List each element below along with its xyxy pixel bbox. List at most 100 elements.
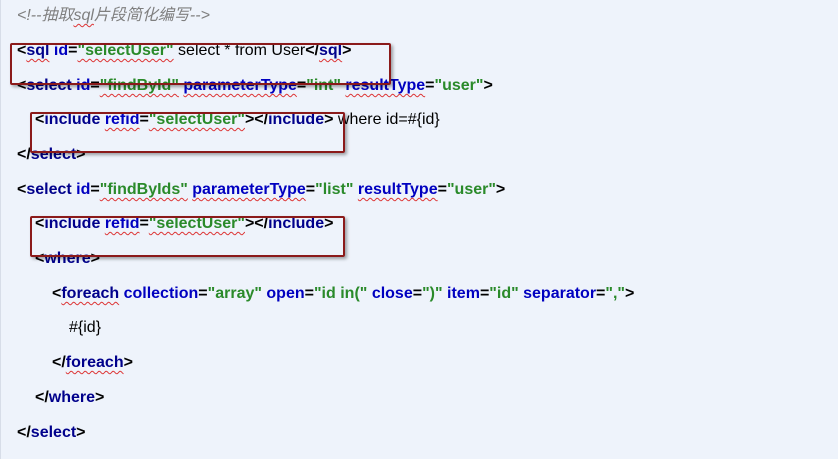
attribute-name: open <box>266 285 305 302</box>
tag-name: foreach <box>65 354 124 371</box>
tag-name: sql <box>319 42 343 59</box>
tag-bracket: </ <box>17 424 31 441</box>
foreach-body-line: #{id} <box>69 316 101 340</box>
comment-text: 片段简化编写--> <box>93 7 210 24</box>
attribute-name: parameterType <box>183 77 297 94</box>
tag-bracket: > <box>483 77 493 94</box>
tag-name: select <box>26 181 72 198</box>
equals-sign: = <box>305 181 316 198</box>
tag-bracket: > <box>76 146 86 163</box>
comment-text: <!-- <box>17 7 42 24</box>
tag-name: include <box>268 111 325 128</box>
attribute-name: resultType <box>345 77 426 94</box>
equals-sign: = <box>412 285 423 302</box>
attribute-value: "findByIds" <box>99 181 188 198</box>
tag-name: select <box>26 77 72 94</box>
tag-bracket: > <box>123 354 133 371</box>
tag-name: include <box>268 215 325 232</box>
sql-fragment-line: <sql id="selectUser" select * from User<… <box>17 39 351 63</box>
tag-bracket: </ <box>52 354 66 371</box>
equals-sign: = <box>479 285 490 302</box>
tag-bracket: > <box>76 424 86 441</box>
tag-name: select <box>30 146 77 163</box>
attribute-name: refid <box>104 215 140 232</box>
tag-bracket: </ <box>17 146 31 163</box>
tag-bracket: > <box>95 389 105 406</box>
attribute-value: "," <box>605 285 626 302</box>
foreach-open-line: <foreach collection="array" open="id in(… <box>52 282 634 306</box>
attribute-value: "selectUser" <box>148 215 245 232</box>
select-close-line: </select> <box>17 421 86 445</box>
equals-sign: = <box>90 77 100 94</box>
tag-bracket: </ <box>35 389 49 406</box>
tag-bracket: > <box>324 215 334 232</box>
select-findbyid-open-line: <select id="findById" parameterType="int… <box>17 74 493 98</box>
tag-name: include <box>44 215 101 232</box>
attribute-value: "int" <box>306 77 341 94</box>
attribute-name: id <box>76 181 91 198</box>
equals-sign: = <box>68 42 78 59</box>
tag-bracket: > <box>342 42 352 59</box>
tag-bracket: < <box>17 77 27 94</box>
attribute-value: "array" <box>207 285 262 302</box>
where-open-line: <where> <box>35 247 100 271</box>
tag-bracket: < <box>35 215 45 232</box>
text-content: select * from User <box>173 42 306 59</box>
tag-name: include <box>44 111 101 128</box>
equals-sign: = <box>139 215 149 232</box>
attribute-name: item <box>447 285 480 302</box>
attribute-name: parameterType <box>192 181 306 198</box>
tag-bracket: < <box>35 250 45 267</box>
tag-bracket: > <box>495 181 506 198</box>
attribute-name: collection <box>123 285 199 302</box>
comment-line: <!--抽取sql片段简化编写--> <box>17 4 210 28</box>
comment-text: 抽取 <box>41 7 74 24</box>
equals-sign: = <box>304 285 314 302</box>
comment-text: sql <box>73 7 94 24</box>
attribute-name: id <box>53 42 69 59</box>
text-content: where id=#{id} <box>333 111 440 128</box>
attribute-value: "user" <box>434 77 484 94</box>
tag-bracket: > <box>90 250 100 267</box>
attribute-value: "findById" <box>99 77 179 94</box>
attribute-value: "list" <box>315 181 354 198</box>
tag-bracket: </ <box>305 42 319 59</box>
attribute-value: ")" <box>422 285 443 302</box>
tag-name: select <box>30 424 77 441</box>
tag-bracket: > <box>625 285 635 302</box>
tag-name: foreach <box>61 285 120 302</box>
tag-bracket: < <box>52 285 62 302</box>
equals-sign: = <box>596 285 606 302</box>
tag-bracket: < <box>17 181 27 198</box>
tag-bracket: ></ <box>244 111 269 128</box>
attribute-value: "user" <box>446 181 496 198</box>
equals-sign: = <box>296 77 307 94</box>
attribute-name: resultType <box>357 181 438 198</box>
attribute-name: id <box>76 77 91 94</box>
select-findbyids-open-line: <select id="findByIds" parameterType="li… <box>17 178 505 202</box>
equals-sign: = <box>139 111 149 128</box>
attribute-value: "id" <box>489 285 519 302</box>
include-refid-line: <include refid="selectUser"></include> <box>35 212 333 236</box>
tag-bracket: > <box>324 111 334 128</box>
tag-name: sql <box>26 42 50 59</box>
tag-bracket: ></ <box>244 215 269 232</box>
attribute-name: close <box>371 285 413 302</box>
where-close-line: </where> <box>35 386 104 410</box>
attribute-value: "selectUser" <box>148 111 245 128</box>
attribute-name: refid <box>104 111 140 128</box>
equals-sign: = <box>425 77 435 94</box>
tag-bracket: < <box>35 111 45 128</box>
tag-bracket: < <box>17 42 27 59</box>
equals-sign: = <box>437 181 447 198</box>
equals-sign: = <box>198 285 208 302</box>
attribute-value: "selectUser" <box>77 42 174 59</box>
select-close-line: </select> <box>17 143 86 167</box>
equals-sign: = <box>90 181 100 198</box>
attribute-value: "id in(" <box>313 285 368 302</box>
attribute-name: separator <box>523 285 597 302</box>
foreach-close-line: </foreach> <box>52 351 133 375</box>
include-refid-line: <include refid="selectUser"></include> w… <box>35 108 440 132</box>
tag-name: where <box>44 250 91 267</box>
